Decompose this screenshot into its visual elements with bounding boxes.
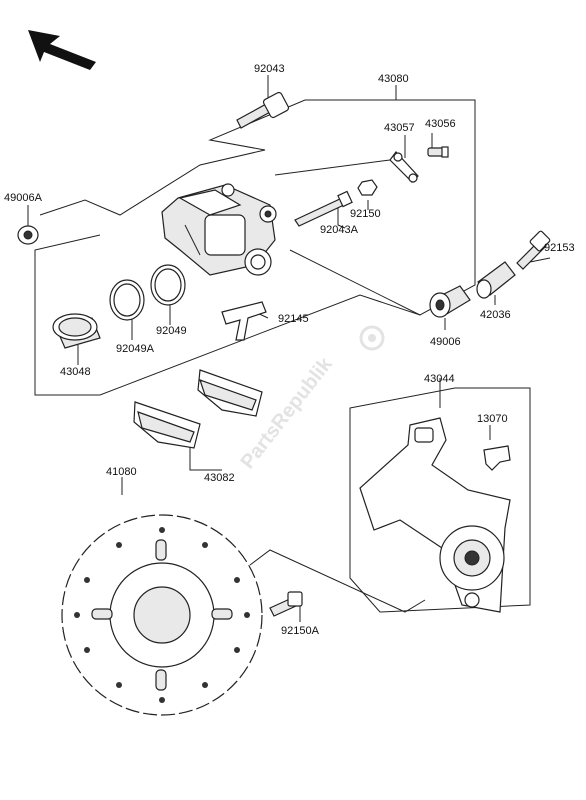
pad-clip	[483, 445, 511, 471]
label-43044: 43044	[424, 373, 455, 385]
piston-seal	[150, 264, 186, 306]
disc-bolt	[269, 591, 303, 617]
label-42036: 42036	[480, 309, 511, 321]
label-13070: 13070	[477, 413, 508, 425]
leader-lines	[27, 75, 551, 622]
direction-arrow-icon	[28, 30, 96, 70]
watermark-gear-icon	[359, 325, 385, 351]
caliper-body	[161, 183, 277, 276]
label-43082: 43082	[204, 472, 235, 484]
caliper-nut	[357, 179, 378, 196]
label-92043: 92043	[254, 63, 285, 75]
label-49006A: 49006A	[4, 192, 43, 204]
caliper-bolt	[236, 91, 290, 129]
label-92145: 92145	[278, 313, 309, 325]
part-labels: 92043 43080 43057 43056 49006A 92150 920…	[4, 63, 575, 637]
caliper-assembly-boundary	[34, 99, 476, 396]
label-92150A: 92150A	[281, 625, 320, 637]
label-43056: 43056	[425, 118, 456, 130]
label-43057: 43057	[384, 122, 415, 134]
label-43080: 43080	[378, 73, 409, 85]
dust-seal	[109, 279, 145, 321]
brake-disc	[61, 514, 263, 716]
pad-spring	[221, 301, 267, 341]
label-92049: 92049	[156, 325, 187, 337]
label-41080: 41080	[106, 466, 137, 478]
holder-assembly-boundary	[349, 387, 531, 613]
pin-boot	[429, 285, 471, 318]
caliper-piston	[52, 313, 101, 349]
brake-pads	[133, 369, 263, 449]
bleed-valve-bracket	[389, 151, 419, 183]
label-92049A: 92049A	[116, 343, 155, 355]
label-92153: 92153	[544, 242, 575, 254]
bleed-valve	[427, 146, 449, 158]
label-92043A: 92043A	[320, 224, 359, 236]
caliper-pin	[294, 190, 353, 227]
bracket-bolt	[516, 230, 551, 270]
pin-sleeve	[476, 261, 516, 299]
label-49006: 49006	[430, 336, 461, 348]
caliper-holder	[359, 417, 511, 613]
small-boot	[17, 225, 39, 245]
label-43048: 43048	[60, 366, 91, 378]
label-92150: 92150	[350, 208, 381, 220]
